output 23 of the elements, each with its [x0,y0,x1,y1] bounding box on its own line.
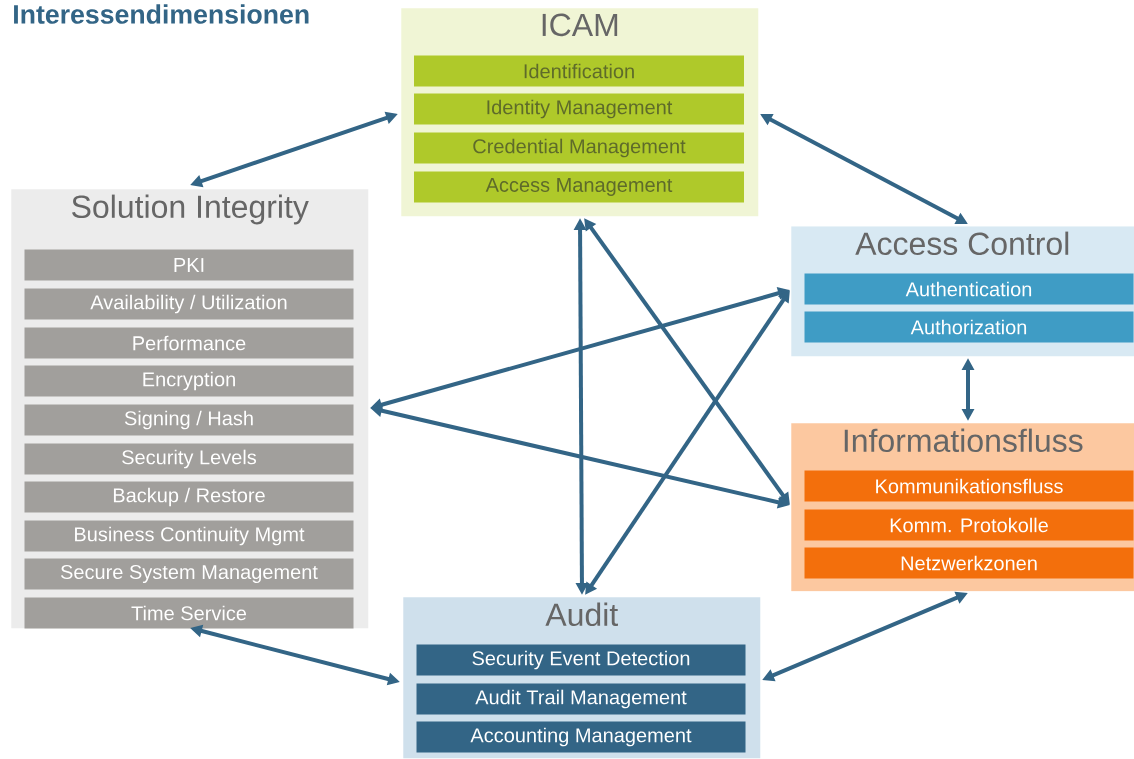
item-bar: Access Management [414,171,744,203]
item-bar: Authorization [804,311,1134,343]
item-bar: Time Service [24,597,354,629]
item-bar: Performance [24,327,354,359]
item-bar: Netzwerkzonen [804,547,1134,579]
item-bar: Encryption [24,365,354,397]
item-bar: Availability / Utilization [24,288,354,320]
item-bar: Identity Management [414,93,744,125]
item-bar: Komm. Protokolle [804,509,1134,541]
item-bar: Identification [414,55,744,87]
item-bar: Signing / Hash [24,404,354,436]
item-bar: Authentication [804,273,1134,305]
item-bar: Security Levels [24,443,354,475]
item-bar: Business Continuity Mgmt [24,520,354,552]
item-bar: Audit Trail Management [416,683,746,715]
item-bar: Backup / Restore [24,481,354,513]
item-bar: Secure System Management [24,558,354,590]
item-bar: Credential Management [414,132,744,164]
item-bar: Accounting Management [416,721,746,753]
item-bar: Kommunikationsfluss [804,470,1134,502]
item-bar: Security Event Detection [416,644,746,676]
item-bar: PKI [24,249,354,281]
title: Interessendimensionen [14,4,309,24]
